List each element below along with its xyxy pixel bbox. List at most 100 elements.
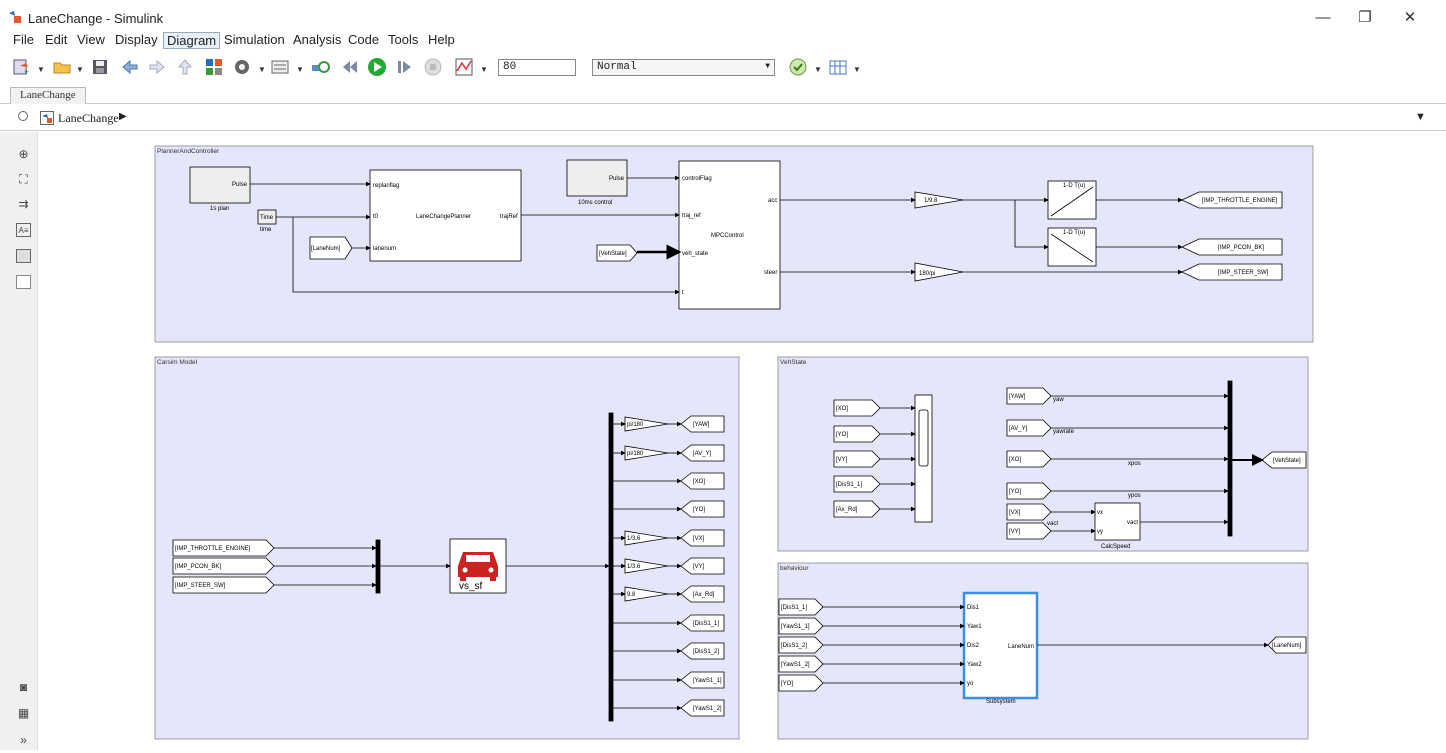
goto-carsim-4[interactable] <box>680 529 725 547</box>
forward-icon[interactable] <box>147 57 167 77</box>
from-bh-1[interactable] <box>778 617 824 635</box>
stop-time-input[interactable]: 80 <box>498 59 576 76</box>
zoom-icon[interactable]: ⊕ <box>18 147 29 161</box>
save-icon[interactable] <box>90 57 110 77</box>
minimize-button[interactable]: — <box>1315 9 1331 26</box>
new-model-icon[interactable]: + <box>12 57 32 77</box>
menu-diagram[interactable]: Diagram <box>163 32 221 49</box>
chevron-down-icon[interactable]: ▼ <box>258 65 266 74</box>
step-back-icon[interactable] <box>340 57 360 77</box>
library-browser-icon[interactable] <box>204 57 224 77</box>
annotation-icon[interactable]: A≡ <box>16 223 31 237</box>
lanechangeplanner-block[interactable] <box>369 169 522 262</box>
step-forward-icon[interactable] <box>395 57 415 77</box>
from-vs-5[interactable] <box>1006 522 1052 540</box>
maximize-button[interactable]: ❐ <box>1358 9 1372 26</box>
from-mux-4[interactable] <box>833 500 881 518</box>
from-lanenum[interactable] <box>309 236 353 260</box>
from-bh-2[interactable] <box>778 636 824 654</box>
chevron-down-icon[interactable]: ▼ <box>76 65 84 74</box>
from-vs-1[interactable] <box>1006 419 1052 437</box>
chevron-down-icon[interactable]: ▼ <box>1415 111 1426 123</box>
from-vs-3[interactable] <box>1006 482 1052 500</box>
from-bh-0[interactable] <box>778 598 824 616</box>
from-bh-3[interactable] <box>778 655 824 673</box>
menu-edit[interactable]: Edit <box>45 32 68 47</box>
goto-carsim-1[interactable] <box>680 444 725 462</box>
hide-explorer-icon[interactable] <box>18 111 28 121</box>
lookup-brake[interactable] <box>1047 227 1097 267</box>
scope-icon[interactable] <box>454 57 474 77</box>
menu-view[interactable]: View <box>77 32 105 47</box>
camera-icon[interactable]: ◙ <box>19 680 28 694</box>
chevron-down-icon[interactable]: ▼ <box>37 65 45 74</box>
model-config-icon[interactable] <box>270 57 290 77</box>
chevron-down-icon[interactable]: ▼ <box>853 65 861 74</box>
chevron-down-icon[interactable]: ▼ <box>814 65 822 74</box>
from-mux-1[interactable] <box>833 425 881 443</box>
back-icon[interactable] <box>120 57 140 77</box>
run-icon[interactable] <box>367 57 387 77</box>
from-vs-4[interactable] <box>1006 503 1052 521</box>
from-carsim-2[interactable] <box>172 576 275 594</box>
sub-port-in-2: Dis2 <box>967 643 980 649</box>
from-mux-0[interactable] <box>833 399 881 417</box>
image-icon[interactable] <box>16 249 31 263</box>
from-mux-2[interactable] <box>833 450 881 468</box>
from-carsim-1[interactable] <box>172 557 275 575</box>
calcspeed-block[interactable] <box>1094 502 1141 541</box>
pulse-control-block[interactable] <box>566 159 628 197</box>
goto-carsim-2[interactable] <box>680 472 725 490</box>
subsystem-block[interactable] <box>962 591 1039 700</box>
simulation-mode-select[interactable]: Normal▼ <box>592 59 775 76</box>
stop-icon[interactable] <box>423 57 443 77</box>
goto-carsim-3[interactable] <box>680 500 725 518</box>
settings-gear-icon[interactable] <box>232 57 252 77</box>
chevron-down-icon[interactable]: ▼ <box>480 65 488 74</box>
diagram-canvas[interactable]: [IMP_THROTTLE_ENGINE][IMP_PCON_BK][IMP_S… <box>39 132 1446 750</box>
goto-carsim-10[interactable] <box>680 699 725 717</box>
from-carsim-0[interactable] <box>172 539 275 557</box>
menu-analysis[interactable]: Analysis <box>293 32 342 47</box>
goto-lanenum[interactable] <box>1267 636 1307 654</box>
goto-brake[interactable] <box>1181 238 1283 256</box>
menu-file[interactable]: File <box>13 32 34 47</box>
chevron-down-icon[interactable]: ▼ <box>296 65 304 74</box>
tab-lanechange[interactable]: LaneChange <box>10 87 86 104</box>
from-mux-3[interactable] <box>833 475 881 493</box>
menu-tools[interactable]: Tools <box>388 32 419 47</box>
area-icon[interactable] <box>16 275 31 289</box>
goto-throttle[interactable] <box>1181 191 1283 209</box>
close-button[interactable]: ✕ <box>1403 9 1417 26</box>
menu-help[interactable]: Help <box>428 32 455 47</box>
goto-carsim-9[interactable] <box>680 671 725 689</box>
menu-code[interactable]: Code <box>348 32 380 47</box>
goto-carsim-5[interactable] <box>680 557 725 575</box>
check-icon[interactable] <box>788 57 808 77</box>
arrow-icon[interactable]: ⇉ <box>18 197 29 211</box>
from-vehstate[interactable] <box>596 244 638 262</box>
layout-icon[interactable]: ▦ <box>17 706 30 720</box>
from-vs-0[interactable] <box>1006 387 1052 405</box>
mpccontrol-block[interactable] <box>678 160 781 310</box>
open-icon[interactable] <box>52 57 72 77</box>
menu-simulation[interactable]: Simulation <box>224 32 285 47</box>
menu-display[interactable]: Display <box>115 32 158 47</box>
grid-icon[interactable] <box>828 57 848 77</box>
pulse-block[interactable] <box>189 166 251 204</box>
chevron-right-icon[interactable]: ▶ <box>119 111 127 122</box>
goto-carsim-6[interactable] <box>680 585 725 603</box>
update-diagram-icon[interactable] <box>310 57 330 77</box>
goto-vehstate[interactable] <box>1261 451 1307 469</box>
more-icon[interactable]: » <box>20 733 27 747</box>
goto-carsim-8[interactable] <box>680 642 725 660</box>
up-icon[interactable] <box>175 57 195 77</box>
from-vs-2[interactable] <box>1006 450 1052 468</box>
goto-carsim-7[interactable] <box>680 614 725 632</box>
breadcrumb[interactable]: LaneChange <box>58 111 119 125</box>
area-behaviour[interactable] <box>777 562 1309 740</box>
goto-steer[interactable] <box>1181 263 1283 281</box>
from-bh-4[interactable] <box>778 674 824 692</box>
fit-icon[interactable]: ⛶ <box>19 172 28 186</box>
goto-carsim-0[interactable] <box>680 415 725 433</box>
